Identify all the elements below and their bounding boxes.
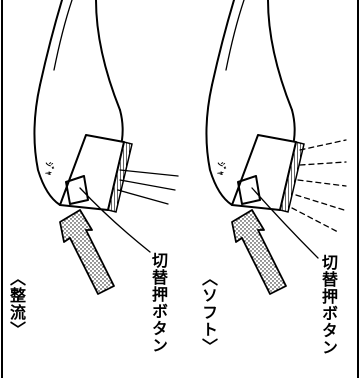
right-push-arrow <box>231 209 287 295</box>
right-button-label: 切替押ボタン <box>319 254 338 356</box>
left-head-mark: ｼﾞｬ <box>43 162 53 176</box>
left-push-arrow <box>59 209 115 295</box>
right-shower-head <box>205 0 347 295</box>
left-switch-button <box>65 175 89 205</box>
left-button-label: 切替押ボタン <box>149 252 168 354</box>
right-switch-button <box>237 175 261 205</box>
left-shower-head <box>33 0 179 295</box>
left-mode-label: 〈整流〉 <box>7 270 26 338</box>
right-head-mark: ｼﾞｬ <box>215 162 225 176</box>
right-mode-label: 〈ソフト〉 <box>199 270 218 355</box>
